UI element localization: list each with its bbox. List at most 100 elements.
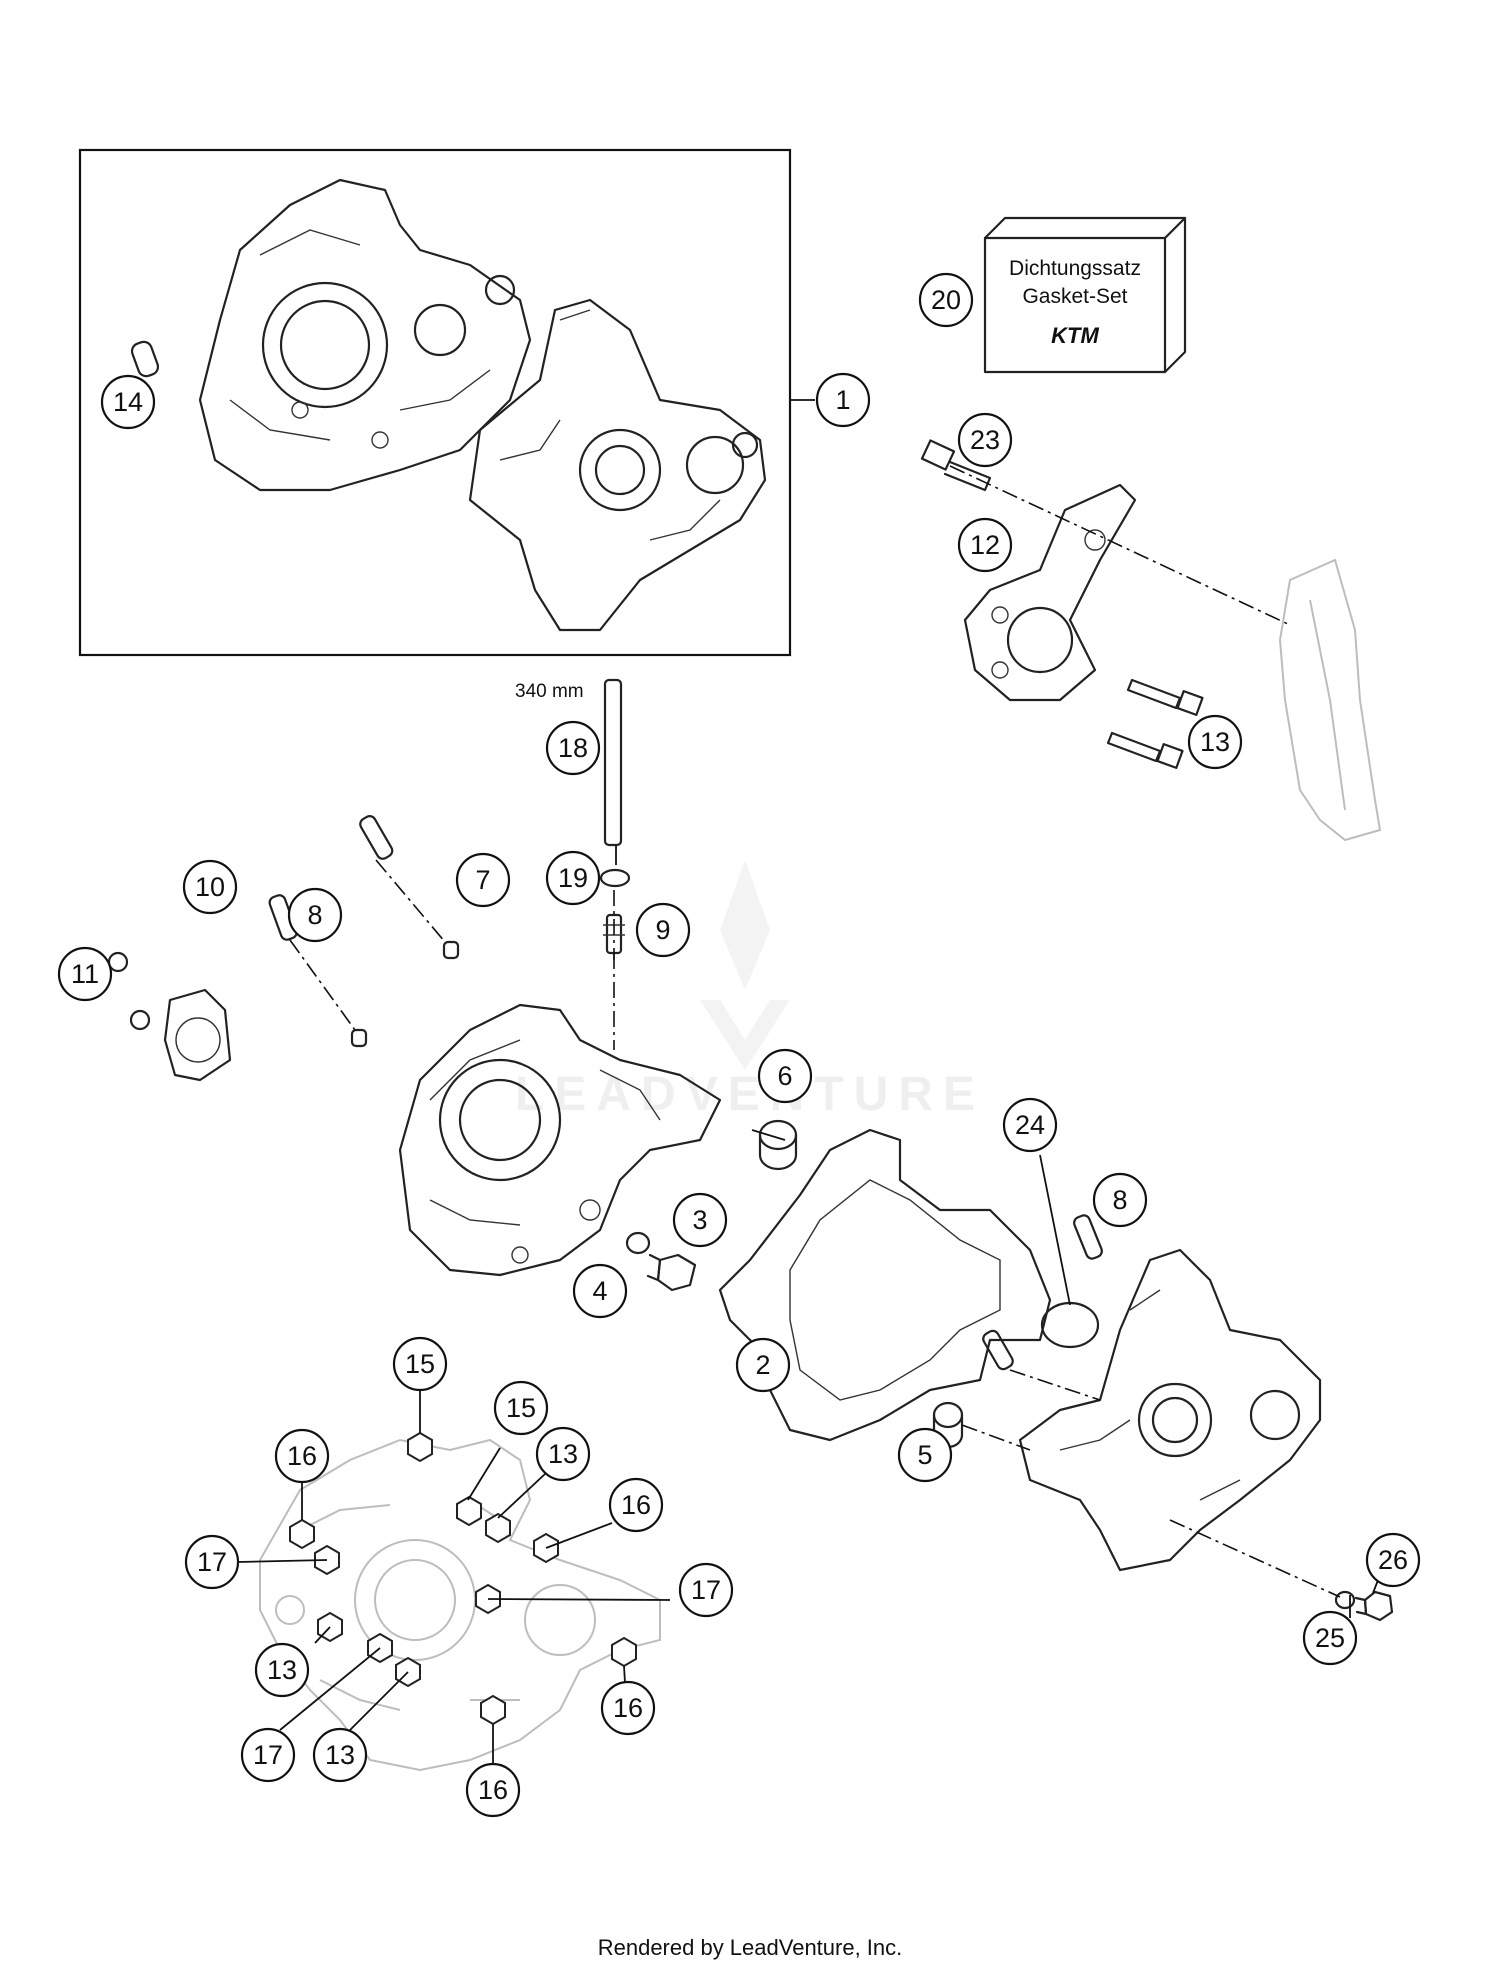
svg-text:3: 3 (692, 1205, 707, 1235)
bolts-13-bracket (1106, 678, 1204, 769)
screw-11b (129, 1009, 151, 1031)
hose-length-label: 340 mm (515, 681, 584, 702)
svg-text:17: 17 (197, 1547, 227, 1577)
callout-26: 26 (1365, 1532, 1421, 1588)
callout-12: 12 (957, 517, 1013, 573)
callout-8a: 8 (287, 887, 343, 943)
hose-18: 340 mm (515, 678, 623, 847)
callout-23: 23 (957, 412, 1013, 468)
crankcase-right-half (1018, 1248, 1322, 1572)
callout-25: 25 (1302, 1610, 1358, 1666)
callout-3: 3 (672, 1192, 728, 1248)
callout-8b: 8 (1092, 1172, 1148, 1228)
crankcase-right-half-top (468, 298, 767, 632)
callout-1: 1 (815, 372, 871, 428)
svg-text:15: 15 (405, 1349, 435, 1379)
callout-5: 5 (897, 1427, 953, 1483)
svg-text:15: 15 (506, 1393, 536, 1423)
svg-text:16: 16 (621, 1490, 651, 1520)
dowel-pin-8-right (1073, 1214, 1103, 1260)
callout-17c: 17 (240, 1727, 296, 1783)
svg-text:9: 9 (655, 915, 670, 945)
svg-text:18: 18 (558, 733, 588, 763)
svg-text:13: 13 (1200, 727, 1230, 757)
callout-11: 11 (57, 946, 113, 1002)
watermark-logo: LEADVENTURE (515, 860, 985, 1121)
bracket-12 (963, 483, 1137, 702)
gasket-box-line1: Dichtungssatz (1009, 257, 1141, 280)
gasket-box-line2: Gasket-Set (1022, 285, 1127, 308)
screw-11a (107, 951, 129, 973)
svg-text:26: 26 (1378, 1545, 1408, 1575)
svg-text:7: 7 (475, 865, 490, 895)
svg-text:16: 16 (613, 1693, 643, 1723)
watermark-text: LEADVENTURE (515, 1068, 985, 1121)
svg-text:12: 12 (970, 530, 1000, 560)
callout-17b: 17 (678, 1562, 734, 1618)
svg-text:17: 17 (253, 1740, 283, 1770)
washer-4 (625, 1231, 651, 1255)
callout-15b: 15 (493, 1380, 549, 1436)
callout-18: 18 (545, 720, 601, 776)
callout-7: 7 (455, 852, 511, 908)
nuts (289, 1431, 637, 1726)
ktm-logo: KTM (1051, 323, 1099, 348)
bolt-26 (1354, 1590, 1394, 1622)
callout-14: 14 (100, 374, 156, 430)
svg-text:2: 2 (755, 1350, 770, 1380)
frame-outline (1278, 558, 1382, 842)
gasket-set-box: Dichtungssatz Gasket-Set KTM (983, 216, 1187, 374)
crankcase-left-half-top (198, 178, 532, 492)
leader-lines (237, 399, 1381, 1765)
callout-24: 24 (1002, 1097, 1058, 1153)
svg-text:16: 16 (287, 1441, 317, 1471)
svg-text:19: 19 (558, 863, 588, 893)
svg-text:13: 13 (548, 1439, 578, 1469)
callout-16d: 16 (465, 1762, 521, 1818)
plug-3 (646, 1253, 697, 1292)
callout-13d: 13 (312, 1727, 368, 1783)
svg-text:4: 4 (592, 1276, 607, 1306)
callout-16b: 16 (608, 1477, 664, 1533)
footer-credit: Rendered by LeadVenture, Inc. (597, 1935, 903, 1960)
callout-13a: 13 (1187, 714, 1243, 770)
svg-text:11: 11 (71, 959, 99, 989)
svg-text:14: 14 (113, 387, 143, 417)
svg-text:10: 10 (195, 872, 225, 902)
dowel-pin-7 (359, 815, 460, 960)
washer-25 (1334, 1590, 1356, 1610)
svg-text:16: 16 (478, 1775, 508, 1805)
callout-19: 19 (545, 850, 601, 906)
clamp-19 (599, 868, 631, 888)
callout-13c: 13 (254, 1642, 310, 1698)
svg-text:17: 17 (691, 1575, 721, 1605)
svg-text:13: 13 (267, 1655, 297, 1685)
svg-text:6: 6 (777, 1061, 792, 1091)
crankcase-assembly-frame (78, 148, 792, 657)
callout-15a: 15 (392, 1336, 448, 1392)
bushing-6 (758, 1119, 798, 1171)
cover-plate-10 (163, 988, 232, 1082)
callout-6: 6 (757, 1048, 813, 1104)
callout-20: 20 (918, 272, 974, 328)
svg-text:20: 20 (931, 285, 961, 315)
svg-text:25: 25 (1315, 1623, 1345, 1653)
callout-16a: 16 (274, 1428, 330, 1484)
crankcase-left-half (398, 1003, 722, 1277)
svg-text:24: 24 (1015, 1110, 1045, 1140)
svg-text:5: 5 (917, 1440, 932, 1470)
dowel-pin-right-lower (982, 1329, 1014, 1371)
callout-13b: 13 (535, 1426, 591, 1482)
dowel-pin-14 (130, 340, 160, 378)
callout-10: 10 (182, 859, 238, 915)
svg-text:1: 1 (835, 385, 850, 415)
callout-2: 2 (735, 1337, 791, 1393)
svg-text:8: 8 (307, 900, 322, 930)
svg-text:13: 13 (325, 1740, 355, 1770)
svg-text:8: 8 (1112, 1185, 1127, 1215)
svg-text:23: 23 (970, 425, 1000, 455)
callout-4: 4 (572, 1263, 628, 1319)
callout-17a: 17 (184, 1534, 240, 1590)
crankcase-ghost-view (259, 1438, 661, 1772)
